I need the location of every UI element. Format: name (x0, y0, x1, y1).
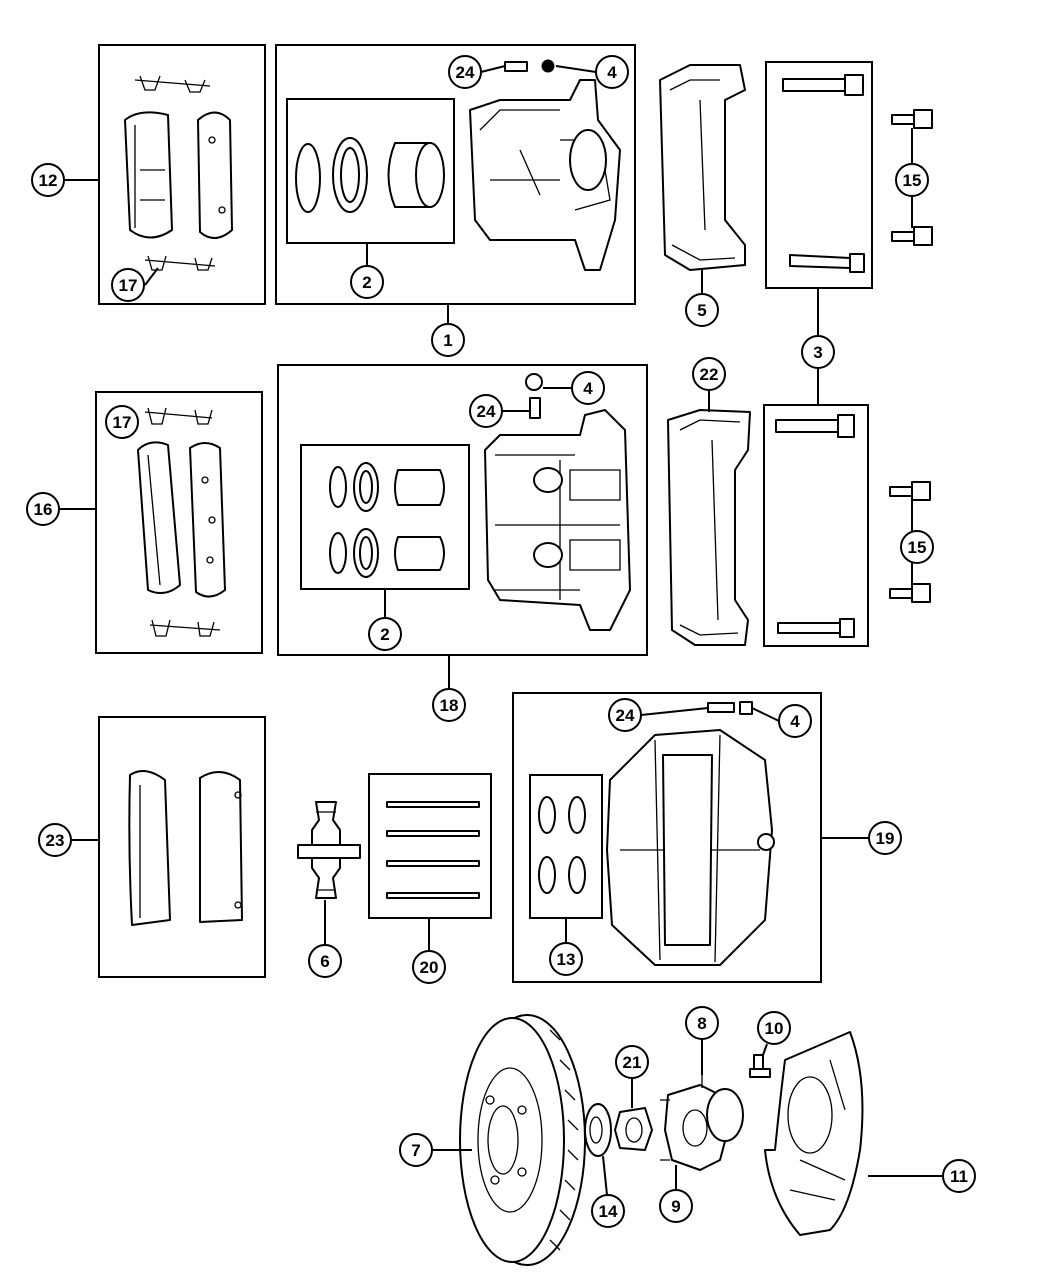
svg-text:2: 2 (380, 625, 389, 644)
callout-5: 5 (685, 293, 719, 327)
svg-text:4: 4 (583, 379, 593, 398)
brake-pad-set-icon (124, 75, 233, 271)
box-16-brake-pads (95, 391, 263, 654)
callout-12: 12 (31, 163, 65, 197)
bolt-icon (891, 109, 933, 246)
svg-text:7: 7 (411, 1141, 420, 1160)
svg-text:24: 24 (456, 63, 475, 82)
svg-text:10: 10 (765, 1019, 784, 1038)
svg-text:3: 3 (813, 343, 822, 362)
callout-11: 11 (942, 1159, 976, 1193)
svg-text:24: 24 (616, 706, 635, 725)
callout-2: 2 (350, 265, 384, 299)
callout-3: 3 (801, 335, 835, 369)
svg-text:17: 17 (119, 276, 138, 295)
callout-10: 10 (757, 1011, 791, 1045)
piston-seal-kit-icon (538, 796, 586, 894)
callout-24: 24 (469, 394, 503, 428)
callout-15: 15 (895, 163, 929, 197)
brake-rotor-icon (459, 1014, 586, 1266)
callout-23: 23 (38, 823, 72, 857)
callout-9: 9 (659, 1189, 693, 1223)
svg-text:21: 21 (623, 1053, 642, 1072)
guide-pin-icon (775, 414, 855, 638)
bolt-icon (749, 1054, 771, 1078)
brake-pad-set-icon (137, 407, 226, 637)
svg-text:9: 9 (671, 1197, 680, 1216)
svg-text:15: 15 (903, 171, 922, 190)
piston-seal-kit-icon (329, 462, 445, 578)
svg-text:24: 24 (477, 402, 496, 421)
callout-18: 18 (432, 688, 466, 722)
svg-text:12: 12 (39, 171, 58, 190)
svg-text:15: 15 (908, 538, 927, 557)
svg-text:16: 16 (34, 500, 53, 519)
svg-text:20: 20 (420, 958, 439, 977)
svg-text:4: 4 (790, 712, 800, 731)
guide-pin-icon (782, 74, 865, 273)
svg-text:13: 13 (557, 950, 576, 969)
box-23-brake-pads (98, 716, 266, 978)
callout-16: 16 (26, 492, 60, 526)
svg-text:22: 22 (700, 365, 719, 384)
callout-6: 6 (308, 944, 342, 978)
brake-caliper-icon (484, 409, 631, 631)
hub-bearing-icon (660, 1075, 744, 1171)
piston-seal-kit-icon (295, 137, 445, 213)
bolt-icon (525, 373, 543, 419)
box-12-brake-pads (98, 44, 266, 305)
box-19-caliper-assembly (512, 692, 822, 983)
splash-shield-icon (764, 1031, 864, 1236)
svg-text:2: 2 (362, 273, 371, 292)
callout-22: 22 (692, 357, 726, 391)
svg-text:23: 23 (46, 831, 65, 850)
box-18-caliper-assembly (277, 364, 648, 656)
caliper-adapter-icon (667, 409, 751, 646)
dust-cap-icon (584, 1103, 612, 1157)
svg-text:6: 6 (320, 952, 329, 971)
callout-19: 19 (868, 821, 902, 855)
callout-2: 2 (368, 617, 402, 651)
callout-21: 21 (615, 1045, 649, 1079)
bolt-icon (889, 481, 931, 603)
callout-17: 17 (105, 405, 139, 439)
callout-8: 8 (685, 1006, 719, 1040)
anti-rattle-clip-icon (297, 801, 361, 899)
box-3-guide-pins-top (765, 61, 873, 289)
svg-text:1: 1 (443, 331, 452, 350)
svg-text:5: 5 (697, 301, 706, 320)
callout-17: 17 (111, 268, 145, 302)
box-3-guide-pins-bottom (763, 404, 869, 647)
callout-24: 24 (608, 698, 642, 732)
callout-15: 15 (900, 530, 934, 564)
callout-7: 7 (399, 1133, 433, 1167)
callout-4: 4 (595, 55, 629, 89)
callout-14: 14 (591, 1194, 625, 1228)
guide-pin-icon (386, 801, 480, 899)
callout-24: 24 (448, 55, 482, 89)
svg-text:14: 14 (599, 1202, 618, 1221)
brake-caliper-icon (469, 79, 621, 271)
callout-4: 4 (778, 704, 812, 738)
box-20-pad-retainer-pins (368, 773, 492, 919)
brake-caliper-icon (606, 729, 775, 966)
svg-text:11: 11 (950, 1167, 968, 1186)
bolt-icon (707, 701, 753, 715)
svg-text:17: 17 (113, 413, 132, 432)
svg-text:8: 8 (697, 1014, 706, 1033)
callout-20: 20 (412, 950, 446, 984)
svg-text:18: 18 (440, 696, 459, 715)
callout-13: 13 (549, 942, 583, 976)
svg-text:4: 4 (607, 63, 617, 82)
box-1-caliper-assembly (275, 44, 636, 305)
callout-1: 1 (431, 323, 465, 357)
bolt-icon (504, 59, 555, 73)
hub-nut-icon (614, 1107, 653, 1151)
brake-pad-set-icon (128, 770, 243, 926)
caliper-adapter-icon (659, 64, 746, 271)
callout-4: 4 (571, 371, 605, 405)
svg-text:19: 19 (876, 829, 895, 848)
